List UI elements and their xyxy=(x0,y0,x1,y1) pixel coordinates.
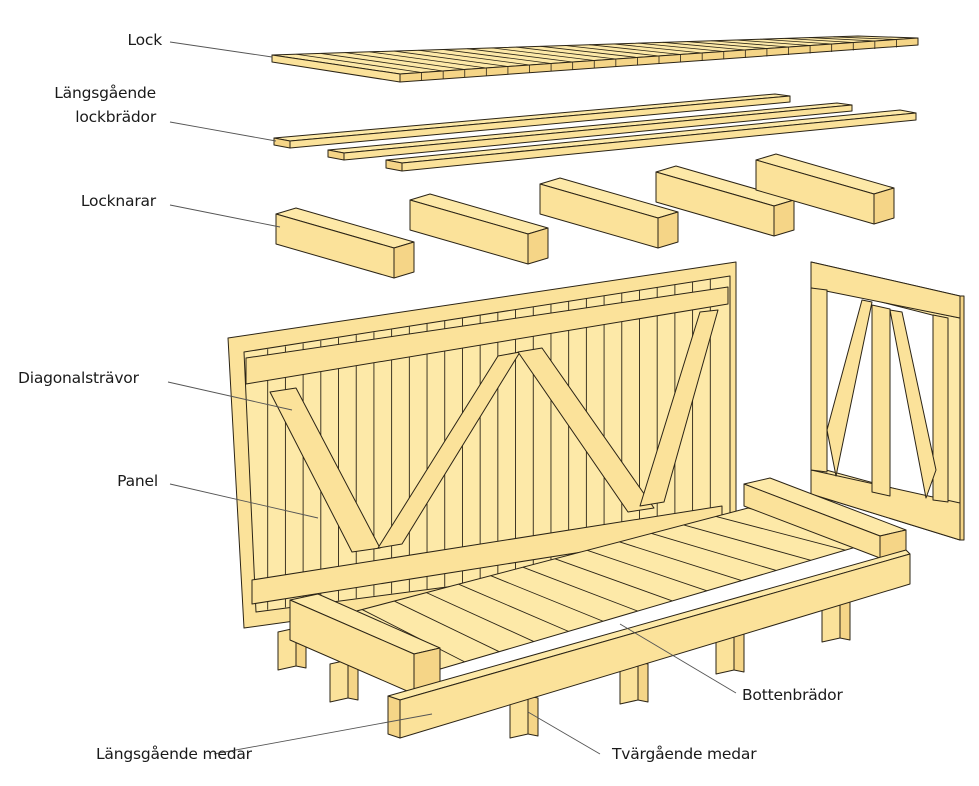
lid xyxy=(271,35,919,83)
lid-slat-seam xyxy=(564,45,660,57)
label-bottom-boards: Bottenbrädor xyxy=(742,686,843,704)
bottom-board-seam xyxy=(458,583,569,632)
label-lock: Lock xyxy=(127,31,162,49)
leader-lines xyxy=(167,41,737,755)
skid-side xyxy=(733,631,745,673)
lid-slat-seam xyxy=(589,44,681,55)
lid-slat-seam xyxy=(613,43,703,54)
bottom-board-seam xyxy=(683,524,811,561)
lid-slat-seam xyxy=(711,40,789,48)
bottom-board-seam xyxy=(587,549,708,592)
label-longitudinal-skids: Längsgående medar xyxy=(96,745,252,763)
skid-face xyxy=(329,659,349,703)
lid-slat-seam xyxy=(687,41,767,49)
lid-slat-seam xyxy=(394,50,508,67)
label-longitudinal-lid-boards-line1: Längsgående xyxy=(54,84,156,102)
label-transverse-skids: Tvärgående medar xyxy=(612,745,757,763)
cleat-end xyxy=(773,199,795,237)
lid-slat-seam xyxy=(540,45,638,58)
end-beams xyxy=(289,477,907,695)
lid-slat-seam xyxy=(760,38,832,45)
bottom-board-seam xyxy=(394,600,500,653)
label-longitudinal-lid-boards-line2: lockbrädor xyxy=(75,108,156,126)
lid-slat-seam xyxy=(491,47,595,61)
cleat-end xyxy=(657,211,679,249)
cleat-end xyxy=(873,187,895,225)
lid-slat-seam xyxy=(467,48,573,63)
lid-slat-seam xyxy=(320,53,444,72)
lid-slat-seam xyxy=(833,36,897,40)
bottom-board-seam xyxy=(715,516,846,551)
lid-slat-seam xyxy=(784,37,854,43)
label-lid-cleats: Locknarar xyxy=(80,192,156,210)
lid-cleats xyxy=(275,153,895,279)
lid-slat-seam xyxy=(809,37,875,42)
back-panel xyxy=(227,261,737,629)
lid-slat-seam xyxy=(442,49,552,64)
lid-slat-seam xyxy=(638,42,724,52)
bottom-board-seam xyxy=(619,541,742,582)
lid-slat-seam xyxy=(516,46,616,60)
skid-side xyxy=(527,695,539,737)
skid-side xyxy=(839,599,851,641)
lid-slat-seam xyxy=(296,53,422,73)
label-panel: Panel xyxy=(117,472,158,490)
cleat-end xyxy=(393,241,415,279)
side-panel xyxy=(810,261,965,541)
bottom-board-seam xyxy=(651,532,777,571)
lid-slat-seam xyxy=(735,39,811,46)
lid-slat-seam xyxy=(662,41,746,51)
bottom-board-seam xyxy=(554,558,673,602)
lid-slat-seam xyxy=(369,51,487,69)
longitudinal-lid-boards xyxy=(273,93,917,172)
bottom-board-seam xyxy=(522,566,638,612)
lid-slat-seam xyxy=(345,52,465,70)
lid-slat-seam xyxy=(418,49,530,66)
transverse-skids xyxy=(277,599,851,739)
bottom-board-seam xyxy=(426,592,535,642)
longitudinal-skid-front xyxy=(387,549,911,739)
bottom-board-seam xyxy=(490,575,604,622)
skid-side xyxy=(637,661,649,703)
label-diagonal-braces: Diagonalsträvor xyxy=(18,369,139,387)
cleat-end xyxy=(527,227,549,265)
